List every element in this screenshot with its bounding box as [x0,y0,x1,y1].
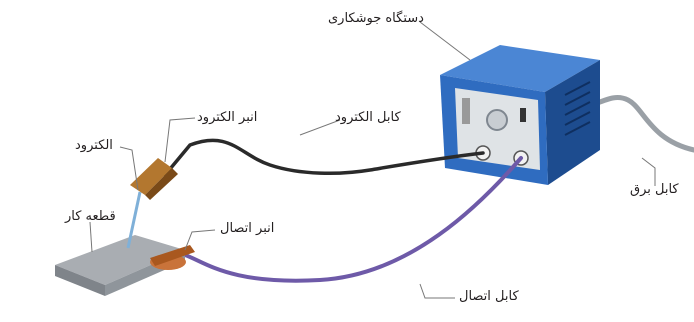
ground-cable [185,158,521,281]
leader-welding-machine [420,22,470,60]
leader-workpiece [90,222,92,252]
label-electrode: الکترود [75,139,113,152]
electrode-cable [165,140,483,175]
leader-ground-cable [420,284,455,298]
label-workpiece: قطعه کار [65,210,116,223]
machine-meter [462,98,470,124]
welding-machine [440,45,600,185]
label-ground-clamp: انبر اتصال [220,222,274,235]
label-welding-machine: دستگاه جوشکاری [328,12,424,25]
machine-dial [487,110,507,130]
label-electrode-holder: انبر الکترود [197,111,257,124]
machine-switch [520,108,526,122]
label-power-cable: کابل برق [630,183,679,196]
label-ground-cable: کابل اتصال [459,290,519,303]
leader-electrode-cable [300,120,340,135]
label-electrode-cable: کابل الکترود [335,111,401,124]
electrode-holder [130,158,178,200]
